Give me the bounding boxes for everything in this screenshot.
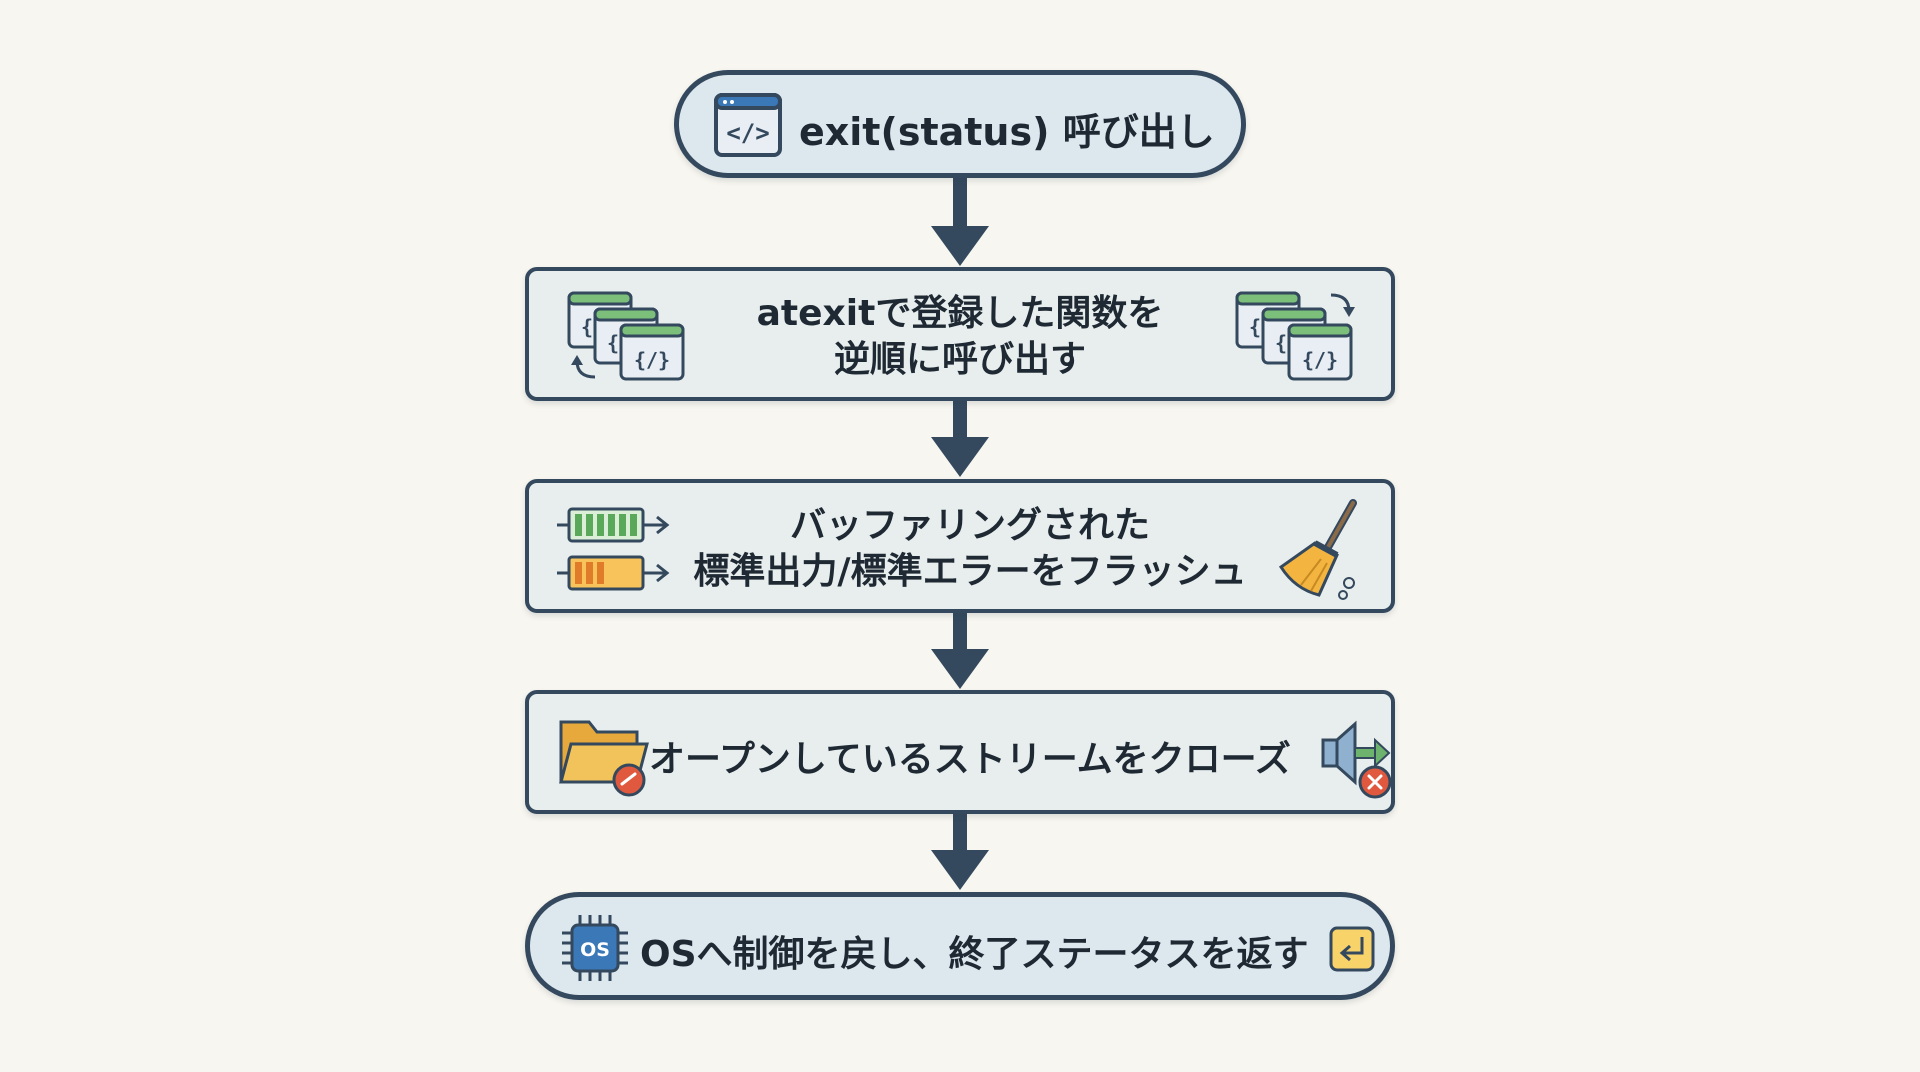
stream-close-icon <box>1321 720 1392 799</box>
node-atexit-label: atexitで登録した関数を 逆順に呼び出す <box>529 291 1391 383</box>
arrow-2 <box>931 401 989 477</box>
brace-glyph-2: { <box>607 331 619 355</box>
code-window-icon: </> <box>714 93 782 157</box>
folder-icon <box>559 720 649 797</box>
arrow-4 <box>931 814 989 890</box>
node-flush-line-2: 標準出力/標準エラーをフラッシュ <box>693 551 1247 592</box>
node-atexit: { { {/} atexitで登録した関数を 逆順に呼び出す { { {/} <box>525 267 1395 401</box>
return-key-icon <box>1329 926 1375 972</box>
node-atexit-line-2: 逆順に呼び出す <box>833 339 1086 380</box>
node-exit-call-label: exit(status) 呼び出し <box>799 110 1215 154</box>
node-close-streams: オープンしているストリームをクローズ <box>525 690 1395 814</box>
node-flush: バッファリングされた 標準出力/標準エラーをフラッシュ <box>525 479 1395 613</box>
buffer-bars-icon <box>557 507 670 591</box>
brace-window-glyph-left: {/} <box>634 348 670 372</box>
node-return-to-os-label: OSへ制御を戻し、終了ステータスを返す <box>640 934 1309 975</box>
arrow-3 <box>931 613 989 689</box>
stacked-code-windows-icon-right: { { {/} <box>1235 291 1355 381</box>
brace-glyph-4: { <box>1275 331 1287 355</box>
node-close-streams-label: オープンしているストリームをクローズ <box>649 739 1291 780</box>
broom-icon <box>1278 499 1357 600</box>
node-return-to-os: OS OSへ制御を戻し、終了ステータスを返す <box>525 892 1395 1000</box>
node-flush-line-1: バッファリングされた <box>789 505 1150 546</box>
brace-glyph-1: { <box>581 315 593 339</box>
node-exit-call: </> exit(status) 呼び出し <box>674 70 1246 178</box>
brace-glyph-3: { <box>1249 315 1261 339</box>
os-chip-icon: OS <box>562 915 628 981</box>
node-flush-label: バッファリングされた 標準出力/標準エラーをフラッシュ <box>529 503 1391 595</box>
os-chip-text: OS <box>580 939 610 961</box>
stacked-code-windows-icon-left: { { {/} <box>567 291 685 381</box>
arrow-1 <box>931 178 989 266</box>
brace-window-glyph-right: {/} <box>1302 348 1338 372</box>
node-atexit-line-1: atexitで登録した関数を <box>756 293 1164 334</box>
code-window-icon-glyph: </> <box>726 119 769 147</box>
